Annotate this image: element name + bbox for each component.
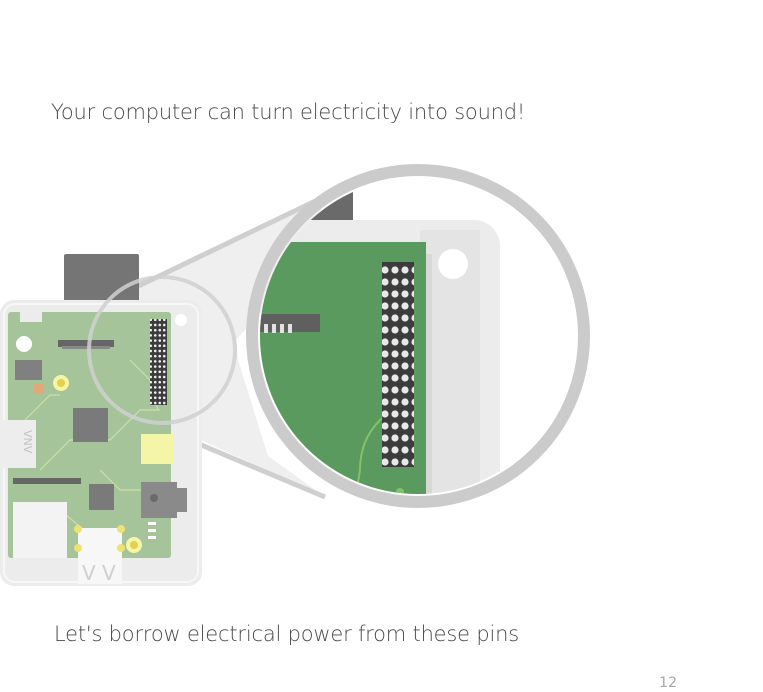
hdmi-port <box>64 254 139 304</box>
camera-connector <box>58 340 114 347</box>
raspberry-pi-board: VNV V V <box>0 254 202 586</box>
mounting-hole <box>175 314 187 326</box>
display-connector <box>13 478 81 484</box>
audio-jack <box>141 482 177 518</box>
mounting-hole <box>16 336 32 352</box>
zoom-camera-connector <box>250 314 320 333</box>
svg-text:VNV: VNV <box>21 430 34 454</box>
page-number: 12 <box>659 675 677 691</box>
svg-text:V V: V V <box>82 561 116 585</box>
page-caption: Let's borrow electrical power from these… <box>54 622 519 646</box>
zoomed-gpio-view <box>240 170 584 522</box>
usb-chip <box>89 484 114 510</box>
soc-chip <box>73 408 108 442</box>
regulator <box>15 360 42 380</box>
ethernet-port <box>13 502 67 558</box>
zoom-mounting-hole <box>438 249 468 279</box>
yellow-component <box>141 434 174 464</box>
